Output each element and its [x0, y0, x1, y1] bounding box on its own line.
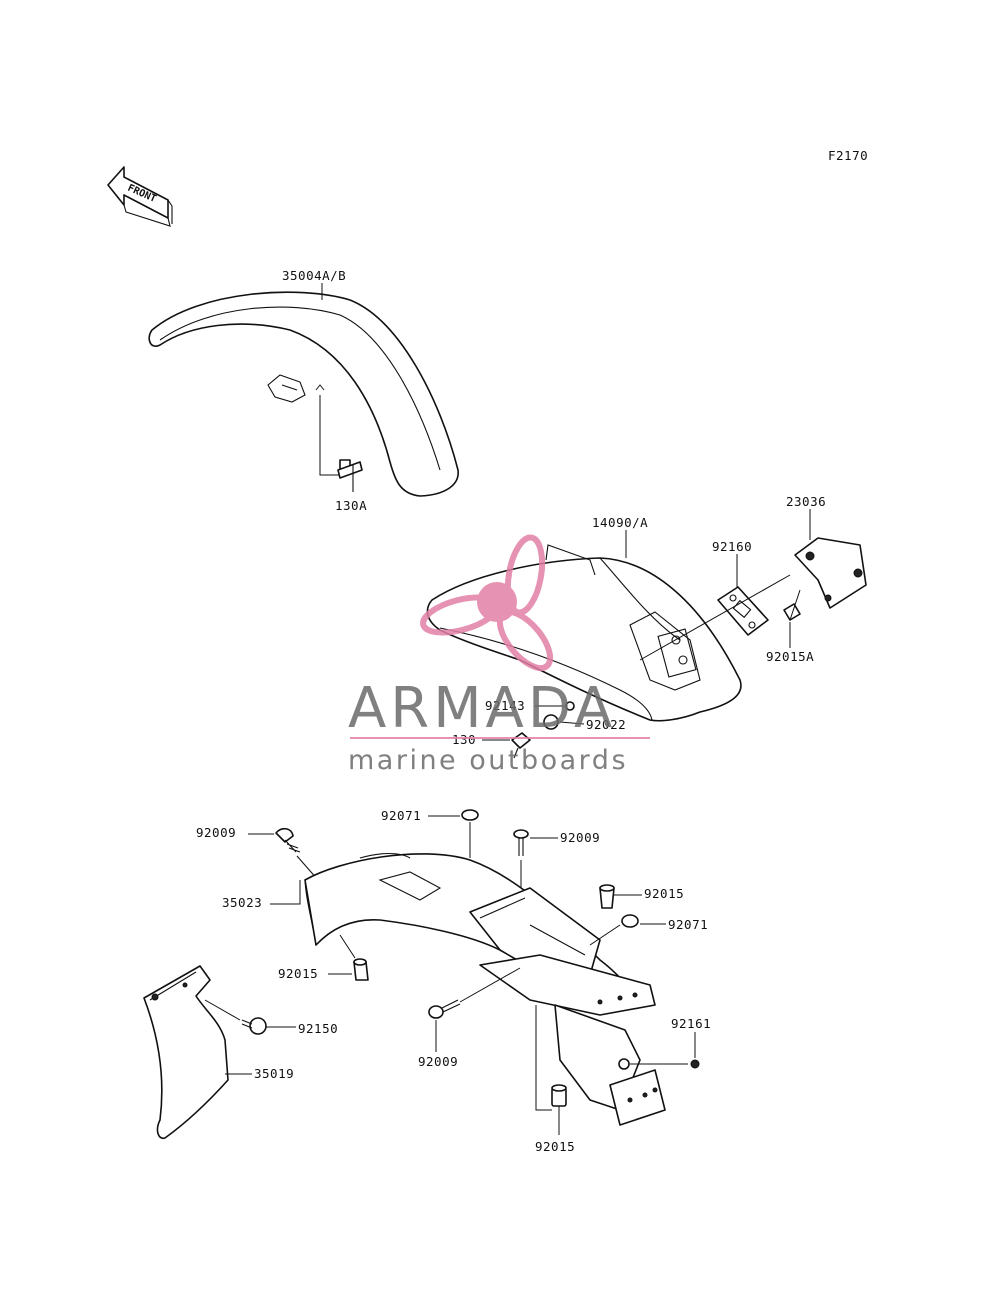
label-92015-right: 92015 [644, 886, 684, 901]
bolt-92009-left [275, 827, 319, 881]
label-92015A: 92015A [766, 649, 814, 664]
armada-watermark: ARMADA marine outboards [348, 534, 650, 776]
watermark-tagline: marine outboards [348, 745, 628, 776]
label-130: 130 [452, 732, 476, 747]
label-92143: 92143 [485, 698, 525, 713]
label-92071-lower: 92071 [668, 917, 708, 932]
label-14090: 14090/A [592, 515, 648, 530]
bolt-92150 [204, 999, 267, 1035]
label-92161: 92161 [671, 1016, 711, 1031]
label-92160: 92160 [712, 539, 752, 554]
label-92071-upper: 92071 [381, 808, 421, 823]
grommet-92015-bottom [535, 1005, 567, 1135]
bolt-130 [511, 732, 531, 759]
bolt-92009-right [513, 829, 529, 890]
nut-92161-a [618, 1058, 630, 1070]
label-92009-lower: 92009 [418, 1054, 458, 1069]
grommet-92015-left [339, 934, 369, 981]
label-92022: 92022 [586, 717, 626, 732]
grommet-92071-lower [621, 914, 639, 928]
gasket-92160 [717, 586, 769, 636]
grommet-92022 [543, 714, 559, 730]
figure-id: F2170 [828, 148, 868, 163]
label-23036: 23036 [786, 494, 826, 509]
grommet-92015-right [599, 884, 615, 909]
label-92009-left: 92009 [196, 825, 236, 840]
rear-fender [304, 852, 666, 1126]
propeller-logo-icon [420, 534, 554, 672]
collar-92143 [565, 701, 575, 711]
label-92015-bottom: 92015 [535, 1139, 575, 1154]
watermark-brand: ARMADA [348, 676, 616, 741]
label-35004: 35004A/B [282, 268, 346, 283]
label-92150: 92150 [298, 1021, 338, 1036]
front-arrow-icon: FRONT [107, 166, 173, 227]
nut-92161-b [690, 1059, 700, 1069]
label-130A: 130A [335, 498, 367, 513]
watermark-divider [350, 737, 650, 739]
bolt-130A [315, 384, 363, 492]
grommet-92071-upper [461, 809, 479, 821]
mud-flap [143, 965, 229, 1140]
grommet-92015A [783, 589, 801, 621]
label-35019: 35019 [254, 1066, 294, 1081]
bracket-23036 [794, 537, 867, 609]
front-fender [148, 291, 459, 497]
label-35023: 35023 [222, 895, 262, 910]
label-92009-right: 92009 [560, 830, 600, 845]
label-92015-left: 92015 [278, 966, 318, 981]
bolt-92009-lower [428, 967, 521, 1019]
